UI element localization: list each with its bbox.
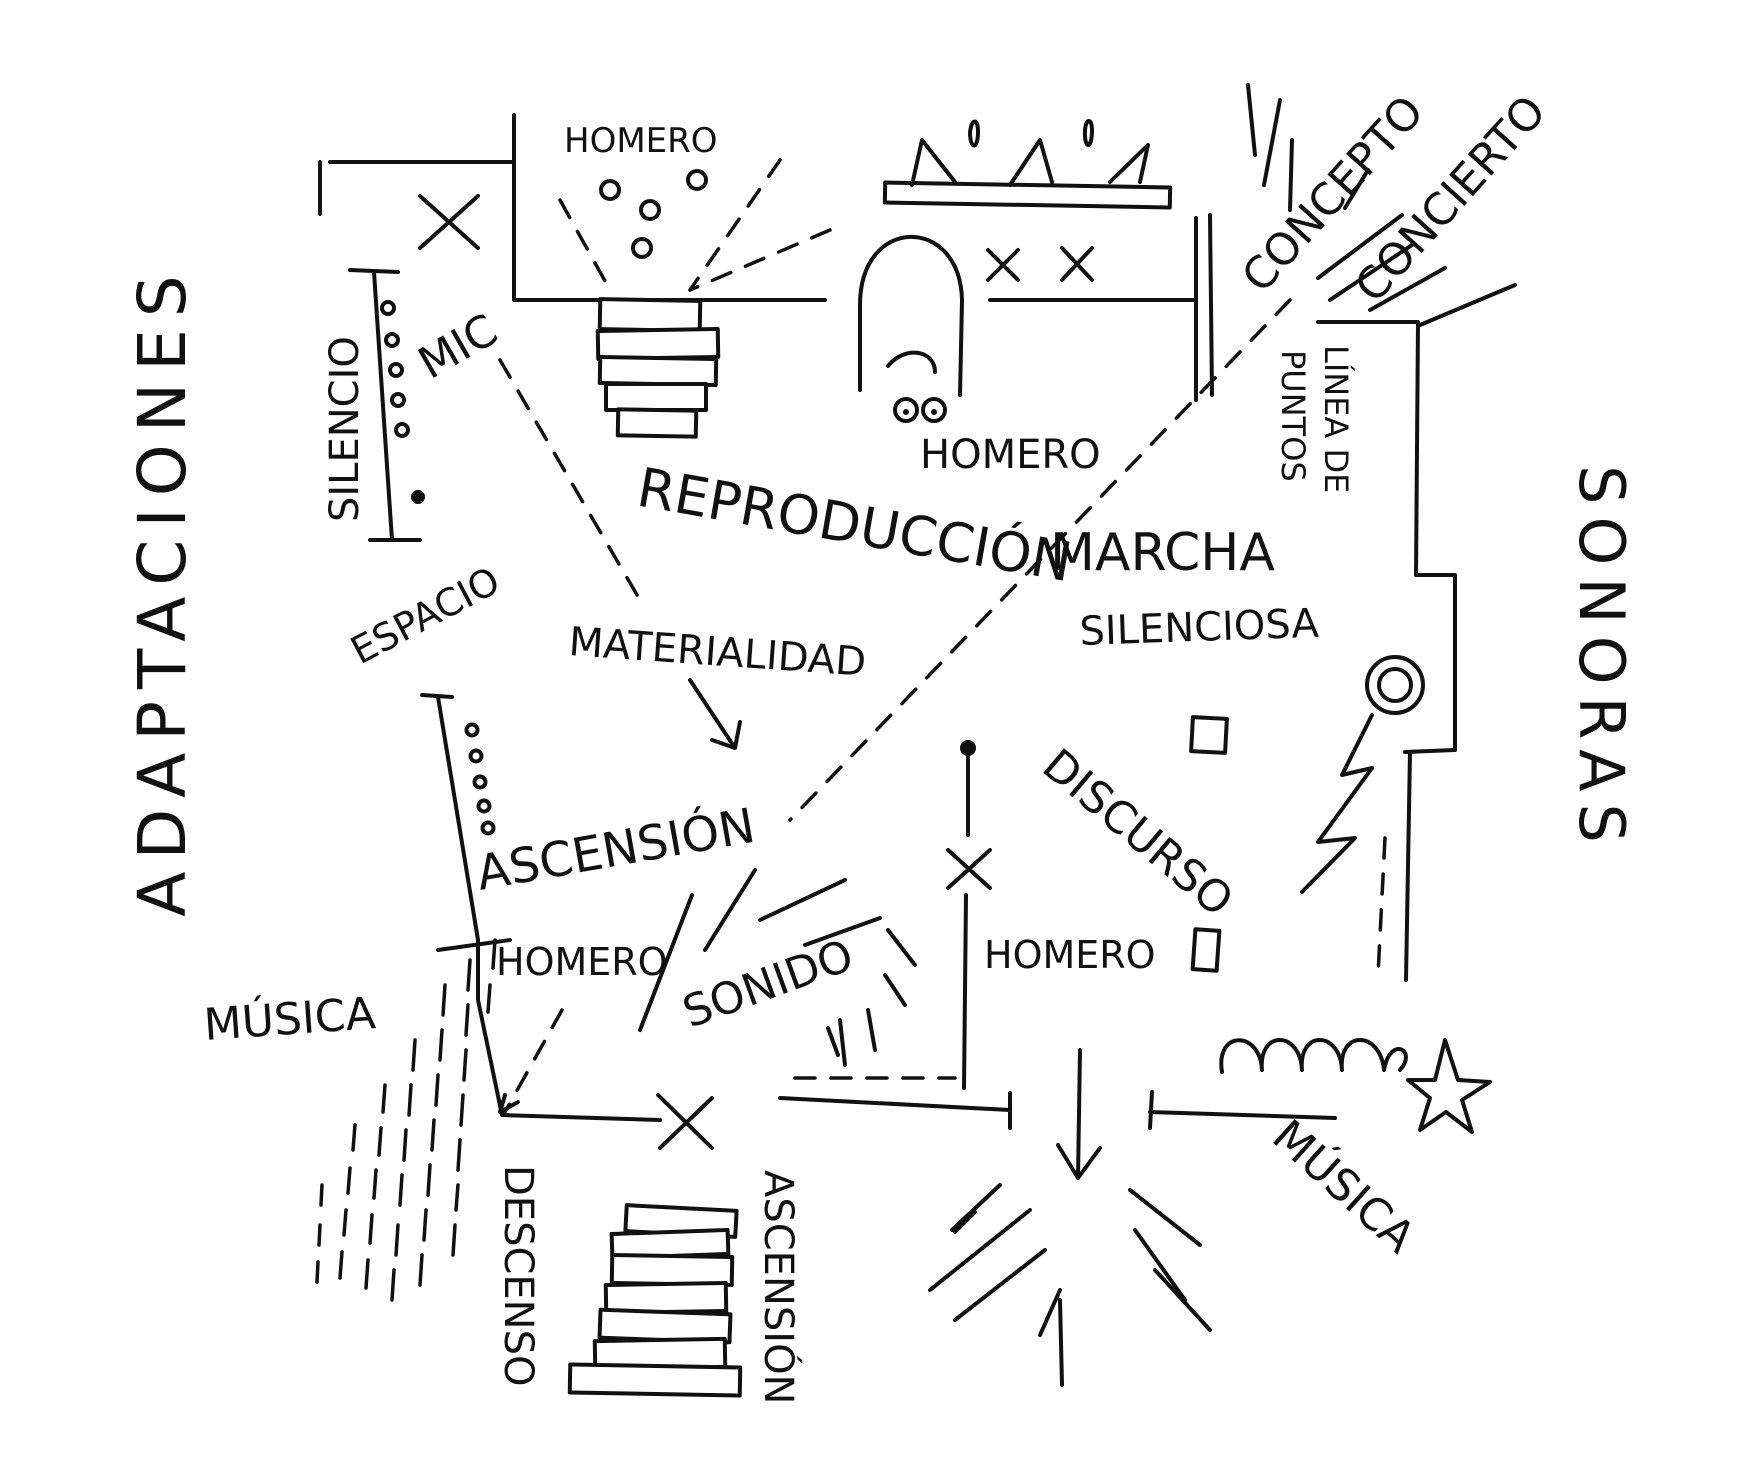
ascension-bracket <box>420 693 714 1150</box>
book-stack-top <box>558 158 832 439</box>
label-homero-face: HOMERO <box>920 432 1101 478</box>
crown-shelf <box>882 119 1173 210</box>
label-mic: MIC <box>410 305 506 390</box>
x-mark-arch-2 <box>1060 246 1094 282</box>
rain-dashes <box>315 938 497 1302</box>
label-musica-right: MÚSICA <box>1263 1109 1426 1263</box>
spring-and-star <box>1219 1038 1492 1134</box>
label-descenso: DESCENSO <box>495 1165 541 1386</box>
title-sonoras: SONORAS <box>1565 465 1638 855</box>
star-icon <box>1406 1038 1492 1134</box>
label-homero-top: HOMERO <box>564 121 718 161</box>
arch-face <box>858 213 1214 423</box>
label-espacio: ESPACIO <box>344 558 507 673</box>
label-ascension-mid: ASCENSIÓN <box>472 797 759 902</box>
x-mark-top-left <box>418 194 480 250</box>
silencio-bar <box>348 268 425 542</box>
sonido-burst <box>638 868 917 1067</box>
label-marcha: MARCHA <box>1050 523 1275 583</box>
label-sonido: SONIDO <box>676 930 860 1038</box>
x-mark-bottom <box>656 1093 714 1150</box>
lightning-icon <box>1300 655 1425 894</box>
title-adaptaciones: ADAPTACIONES <box>124 263 201 916</box>
pin-line <box>946 740 992 1090</box>
label-materialidad: MATERIALIDAD <box>567 619 867 686</box>
bottom-convergence <box>778 1048 1337 1387</box>
marcha-diagonal <box>788 298 1292 822</box>
x-mark-arch-1 <box>986 248 1020 282</box>
square-mark-2 <box>1190 927 1222 973</box>
label-linea-de: LÍNEA DE <box>1317 345 1355 493</box>
label-silenciosa: SILENCIOSA <box>1079 601 1320 655</box>
top-left-frame <box>318 113 827 302</box>
label-homero-left: HOMERO <box>496 940 668 984</box>
label-silencio: SILENCIO <box>322 336 368 522</box>
label-ascension-bottom: ASCENSIÓN <box>755 1170 803 1404</box>
label-musica-left: MÚSICA <box>202 986 377 1051</box>
book-stack-bottom <box>567 1203 743 1398</box>
mic-arrow <box>498 358 742 750</box>
concept-fan-lines <box>1246 83 1517 982</box>
square-mark-1 <box>1189 715 1229 755</box>
label-discurso: DISCURSO <box>1033 739 1243 926</box>
label-puntos: PUNTOS <box>1274 350 1312 482</box>
label-homero-right: HOMERO <box>984 933 1156 977</box>
